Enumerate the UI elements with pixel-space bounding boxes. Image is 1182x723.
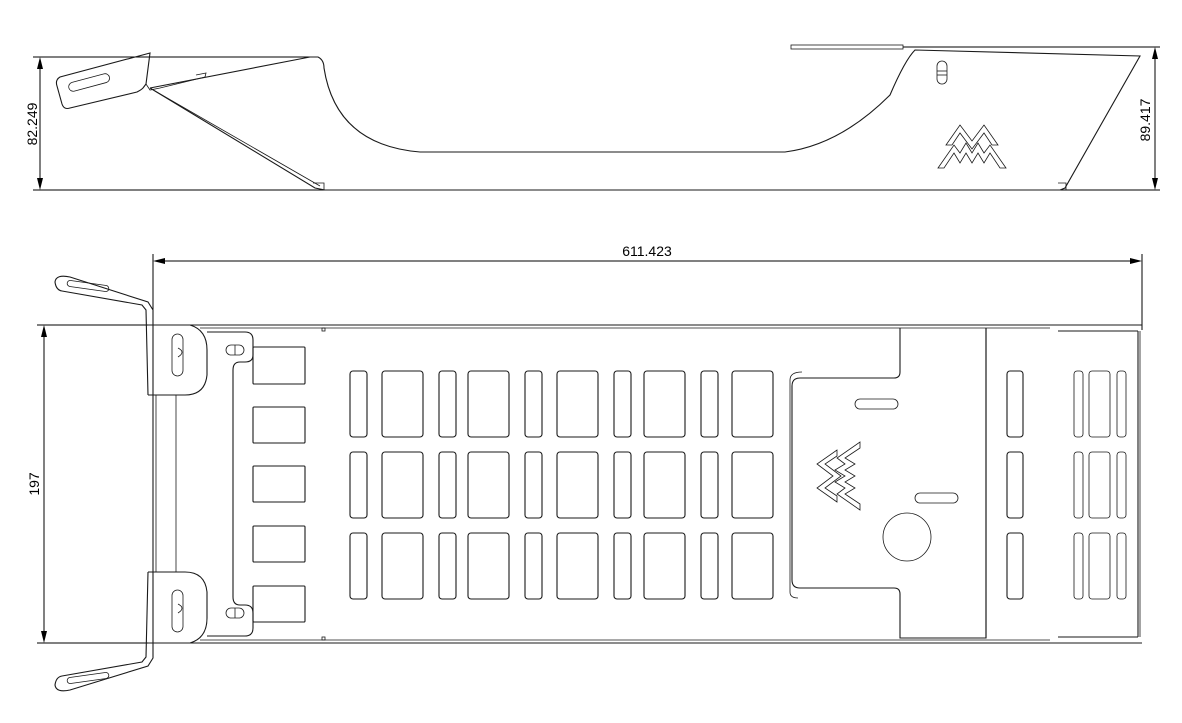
vent-slot [556,370,599,438]
vent-slot [556,451,599,519]
vent-slot [438,370,457,438]
comb-plate [207,331,254,637]
top-view [37,254,1143,692]
vent-slot [613,451,632,519]
side-body-outline [149,49,1141,191]
dim-side-left-height: 82.249 [24,102,40,145]
logo-icon-top [816,441,861,511]
vent-slot [731,532,774,600]
side-slot [936,60,948,85]
comb-slots [252,346,306,623]
dim-overall-width: 197 [26,472,42,496]
vent-slot [381,532,424,600]
center-hole [882,512,932,562]
vent-slot [524,451,543,519]
bottom-left-bracket [54,571,154,692]
vent-slot [381,451,424,519]
vent-slot [349,532,368,600]
vent-slot [438,532,457,600]
vent-slot [556,532,599,600]
dim-side-right-height: 89.417 [1137,98,1153,141]
vent-slot [381,370,424,438]
vent-slot [700,532,719,600]
left-tab-bottom [148,571,208,644]
vent-slot [613,532,632,600]
logo-icon [937,124,1007,169]
vent-slot [438,451,457,519]
left-tab-top [148,324,208,396]
vent-slot [731,370,774,438]
vent-slot [349,370,368,438]
vent-slot [613,370,632,438]
vent-slot [643,370,686,438]
vent-slot [524,532,543,600]
vent-slot [467,532,510,600]
vent-slot [643,451,686,519]
dim-overall-length: 611.423 [622,243,672,259]
vent-slot [467,370,510,438]
vent-slot [467,451,510,519]
vent-slot [700,451,719,519]
vent-slot [643,532,686,600]
vent-grid [349,370,774,600]
side-view [33,44,1160,191]
bracket-slot [68,73,110,92]
top-left-bracket [54,275,154,396]
right-vent-slots [1006,370,1127,600]
center-slot-2 [914,492,959,504]
vent-slot [524,370,543,438]
center-plate [791,328,987,639]
vent-slot [731,451,774,519]
side-top-flange [790,44,904,50]
center-slot-1 [854,398,899,410]
vent-slot [349,451,368,519]
vent-slot [700,370,719,438]
side-left-bracket [55,52,151,110]
